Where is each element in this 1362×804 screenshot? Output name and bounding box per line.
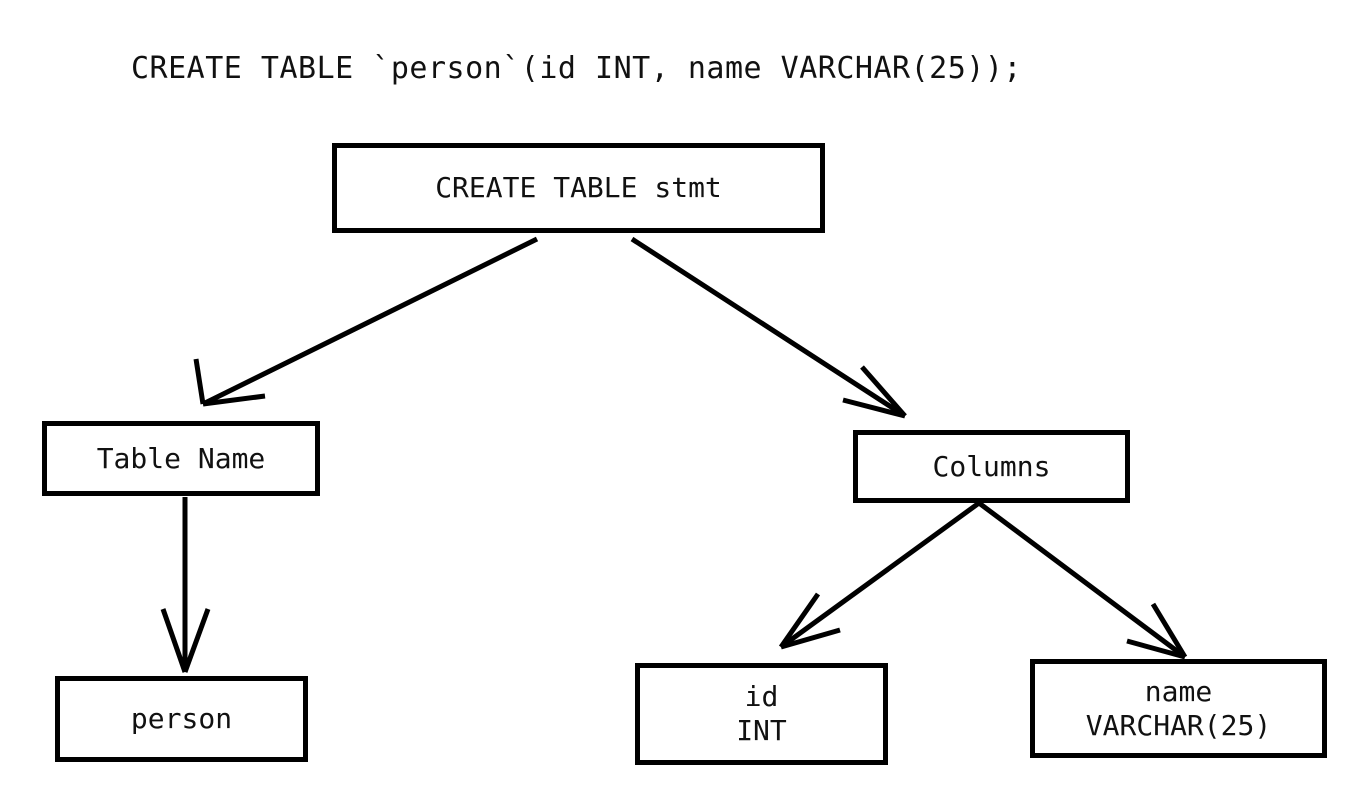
node-table-name[interactable]: Table Name	[42, 421, 320, 496]
node-label: Columns	[932, 449, 1051, 483]
node-columns[interactable]: Columns	[853, 430, 1130, 503]
edge-root-to-columns	[630, 236, 907, 419]
edge-table-name-to-person	[160, 497, 211, 673]
node-label-type: INT	[736, 714, 787, 747]
page-title: CREATE TABLE `person`(id INT, name VARCH…	[131, 51, 1022, 86]
node-label-name: id	[744, 680, 779, 713]
edge-root-to-table-name	[193, 236, 539, 407]
edge-columns-to-col-name	[977, 500, 1188, 660]
node-label-name: name	[1144, 674, 1213, 708]
node-column-name[interactable]: name VARCHAR(25)	[1030, 659, 1327, 758]
edge-columns-to-col-id	[778, 500, 981, 650]
node-label: CREATE TABLE stmt	[435, 171, 722, 204]
node-label: Table Name	[96, 441, 266, 475]
node-create-table-stmt[interactable]: CREATE TABLE stmt	[332, 143, 825, 233]
node-column-id[interactable]: id INT	[635, 663, 888, 765]
node-label: person	[130, 702, 233, 735]
node-person[interactable]: person	[55, 676, 308, 762]
node-label-type: VARCHAR(25)	[1085, 708, 1272, 742]
